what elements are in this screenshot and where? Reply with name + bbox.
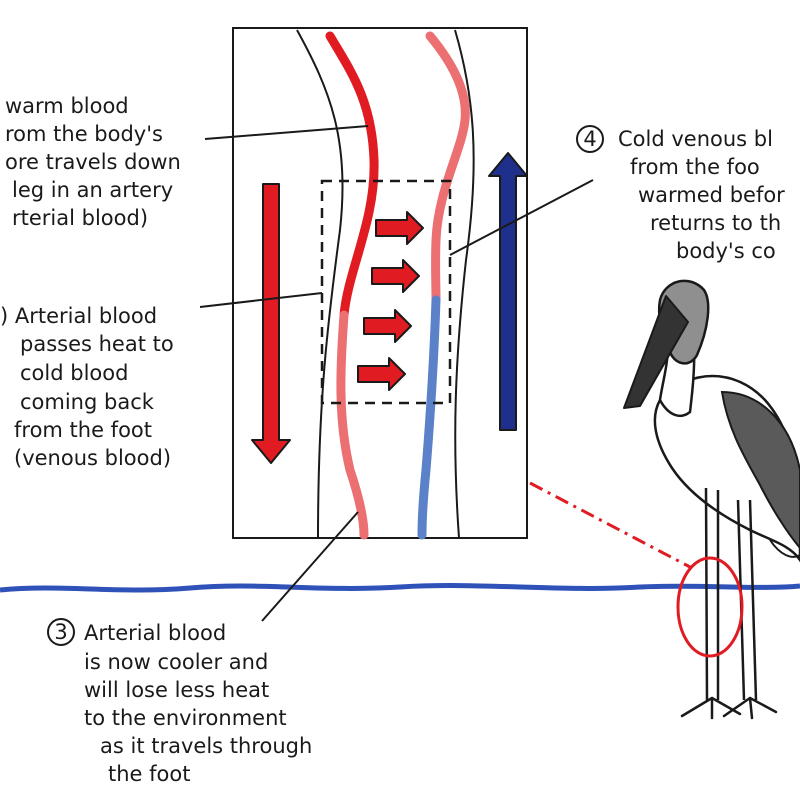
annotation-one-line-1: warm blood xyxy=(5,94,129,118)
vein-cold-segment xyxy=(417,295,441,540)
annotation-two: ) Arterial blood passes heat to cold blo… xyxy=(0,304,180,470)
annotation-four-line-3: warmed befor xyxy=(638,183,785,207)
right-arrow-icon xyxy=(357,357,406,391)
stork-tail xyxy=(769,539,800,558)
stork-foot-left xyxy=(680,696,742,720)
annotation-three-line-4: to the environment xyxy=(84,706,287,730)
annotation-two-line-2: passes heat to xyxy=(20,332,174,356)
right-arrow-icon xyxy=(371,259,420,293)
stork-leg-left xyxy=(704,487,720,701)
up-arrow-icon xyxy=(488,152,528,431)
annotation-three-line-5: as it travels through xyxy=(100,734,312,758)
vein-warmed-segment xyxy=(425,31,470,305)
heat-exchange-region xyxy=(320,179,452,405)
annotation-two-line-6: (venous blood) xyxy=(14,446,171,470)
down-arrow-icon xyxy=(251,183,291,464)
annotation-three-line-2: is now cooler and xyxy=(84,650,268,674)
annotation-two-line-3: cold blood xyxy=(20,361,128,385)
annotation-three-number-badge: 3 xyxy=(47,618,75,646)
annotation-three-line-3: will lose less heat xyxy=(84,678,269,702)
annotation-four-number-badge: 4 xyxy=(576,125,604,153)
annotation-three-line-1: Arterial blood xyxy=(84,621,226,645)
leg-outline-left xyxy=(296,29,344,539)
artery-warm-segment xyxy=(325,31,379,320)
annotation-one-line-4: leg in an artery xyxy=(12,178,173,202)
annotation-three-line-6: the foot xyxy=(108,762,190,786)
stork-illustration xyxy=(623,279,800,720)
annotation-one-line-5: rterial blood) xyxy=(12,206,148,230)
annotation-four-line-2: from the foo xyxy=(630,155,760,179)
right-arrow-icon xyxy=(375,211,424,245)
leader-line-two xyxy=(199,292,323,308)
annotation-one: warm blood rom the body's ore travels do… xyxy=(5,94,188,230)
annotation-two-line-1: ) Arterial blood xyxy=(0,304,157,328)
stork-wing xyxy=(720,390,800,550)
right-arrow-icon xyxy=(363,309,412,343)
leg-zoom-panel xyxy=(232,27,528,540)
leader-line-three xyxy=(261,511,359,622)
annotation-four-line-5: body's co xyxy=(676,239,776,263)
annotation-three-number: 3 xyxy=(54,620,67,644)
annotation-one-line-2: rom the body's xyxy=(5,122,163,146)
annotation-one-line-3: ore travels down xyxy=(5,150,181,174)
leg-outline-right xyxy=(454,29,475,539)
leg-highlight-circle xyxy=(676,556,744,658)
leader-line-one xyxy=(204,125,369,140)
annotation-three: Arterial blood is now cooler and will lo… xyxy=(84,621,319,786)
zoom-connector xyxy=(529,481,691,569)
annotation-two-line-5: from the foot xyxy=(14,418,152,442)
artery-cooling-segment xyxy=(336,310,369,540)
annotation-four-number: 4 xyxy=(583,127,596,151)
leader-line-four xyxy=(449,179,594,256)
annotation-four: Cold venous bl from the foo warmed befor… xyxy=(618,127,792,263)
annotation-four-line-1: Cold venous bl xyxy=(618,127,773,151)
stork-beak xyxy=(623,295,689,409)
annotation-four-line-4: returns to th xyxy=(650,211,781,235)
stork-foot-right xyxy=(722,696,778,720)
annotation-two-line-4: coming back xyxy=(20,390,155,414)
